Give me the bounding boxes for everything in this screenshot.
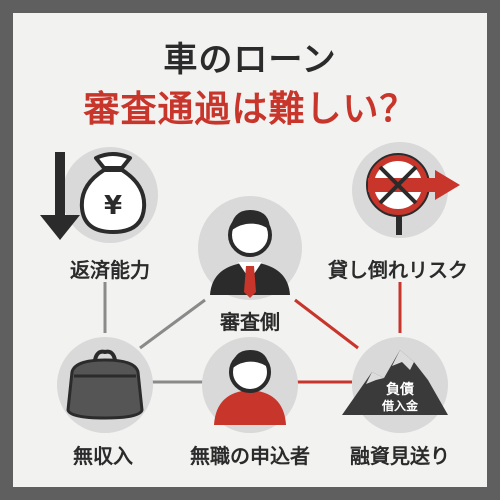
label-default-risk: 貸し倒れリスク [328, 258, 468, 282]
wallet-icon [66, 349, 144, 420]
title-line-2: 審査通過は難しい？ [83, 89, 417, 130]
label-unemployed-applicant: 無職の申込者 [190, 444, 310, 468]
down-arrow-icon [40, 152, 80, 240]
businessman-icon [210, 210, 290, 298]
debt-label: 負債 [386, 381, 414, 398]
title-line-1: 車のローン [163, 40, 337, 80]
connector-reviewer-noincome [139, 298, 206, 350]
label-no-income: 無収入 [73, 444, 133, 468]
borrowings-label: 借入金 [381, 398, 419, 413]
label-repayment: 返済能力 [70, 258, 150, 282]
yen-symbol: ¥ [104, 191, 122, 221]
person-icon [214, 350, 286, 425]
label-reviewer: 審査側 [220, 310, 280, 334]
debt-mountain-icon [342, 350, 448, 415]
label-loan-denial: 融資見送り [350, 444, 450, 468]
money-bag-icon [79, 152, 147, 235]
prohibited-arrow-icon [366, 153, 460, 235]
connector-reviewer-denial [294, 298, 359, 350]
